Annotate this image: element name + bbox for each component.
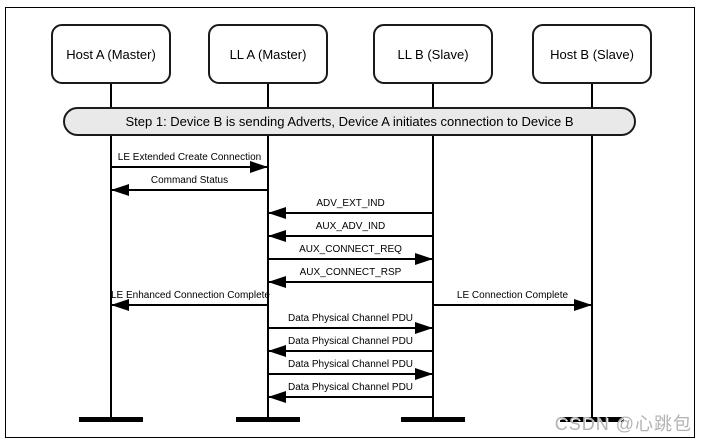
lifeline-ll-a [267,84,269,420]
message-label: Data Physical Channel PDU [287,313,414,324]
message: ADV_EXT_IND [268,198,433,219]
message-line [268,373,433,375]
message-label: LE Connection Complete [456,290,569,301]
arrowhead-right-icon [415,253,433,265]
message-line [268,281,433,283]
message: LE Enhanced Connection Complete [111,290,270,311]
message-line [268,327,433,329]
message: AUX_ADV_IND [268,221,433,242]
message-label: LE Extended Create Connection [117,152,262,163]
arrowhead-right-icon [574,299,592,311]
message-label: Data Physical Channel PDU [287,336,414,347]
message-line [268,235,433,237]
lifeline-end-host-a [79,417,143,422]
message: AUX_CONNECT_REQ [268,244,433,265]
message-label: Data Physical Channel PDU [287,359,414,370]
arrowhead-left-icon [111,299,129,311]
step-banner: Step 1: Device B is sending Adverts, Dev… [63,107,636,136]
message: Data Physical Channel PDU [268,313,433,334]
message-line [268,350,433,352]
arrowhead-right-icon [250,161,268,173]
message-label: AUX_CONNECT_REQ [299,244,402,255]
arrowhead-left-icon [268,230,286,242]
arrowhead-left-icon [268,276,286,288]
arrowhead-right-icon [415,368,433,380]
actor-label: Host A (Master) [66,46,156,62]
message-line [268,396,433,398]
lifeline-end-ll-b [401,417,465,422]
lifeline-ll-b [432,84,434,420]
message-line [433,304,592,306]
arrowhead-left-icon [268,207,286,219]
message: Data Physical Channel PDU [268,382,433,403]
actor-label: LL A (Master) [229,46,307,62]
message-label: Command Status [150,175,229,186]
actor-label: LL B (Slave) [397,46,469,62]
message-label: AUX_CONNECT_RSP [299,267,402,278]
message: Command Status [111,175,268,196]
actor-box-ll-b: LL B (Slave) [373,24,493,84]
message: LE Extended Create Connection [111,152,268,173]
message-label: ADV_EXT_IND [316,198,385,209]
message-label: LE Enhanced Connection Complete [111,290,270,301]
watermark: CSDN @心跳包 [554,414,692,434]
message: AUX_CONNECT_RSP [268,267,433,288]
message: LE Connection Complete [433,290,592,311]
message-label: AUX_ADV_IND [315,221,386,232]
arrowhead-left-icon [111,184,129,196]
message-line [111,304,268,306]
arrowhead-left-icon [268,345,286,357]
lifeline-end-ll-a [236,417,300,422]
actor-box-ll-a: LL A (Master) [208,24,328,84]
arrowhead-left-icon [268,391,286,403]
message-line [111,166,268,168]
message-line [268,258,433,260]
actor-label: Host B (Slave) [550,46,634,62]
lifeline-host-b [591,84,593,420]
message: Data Physical Channel PDU [268,336,433,357]
arrowhead-right-icon [415,322,433,334]
message: Data Physical Channel PDU [268,359,433,380]
lifeline-end-host-b [560,417,624,422]
step-banner-label: Step 1: Device B is sending Adverts, Dev… [125,114,574,129]
message-line [268,212,433,214]
message-label: Data Physical Channel PDU [287,382,414,393]
actor-box-host-b: Host B (Slave) [532,24,652,84]
actor-box-host-a: Host A (Master) [51,24,171,84]
lifeline-host-a [110,84,112,420]
message-line [111,189,268,191]
